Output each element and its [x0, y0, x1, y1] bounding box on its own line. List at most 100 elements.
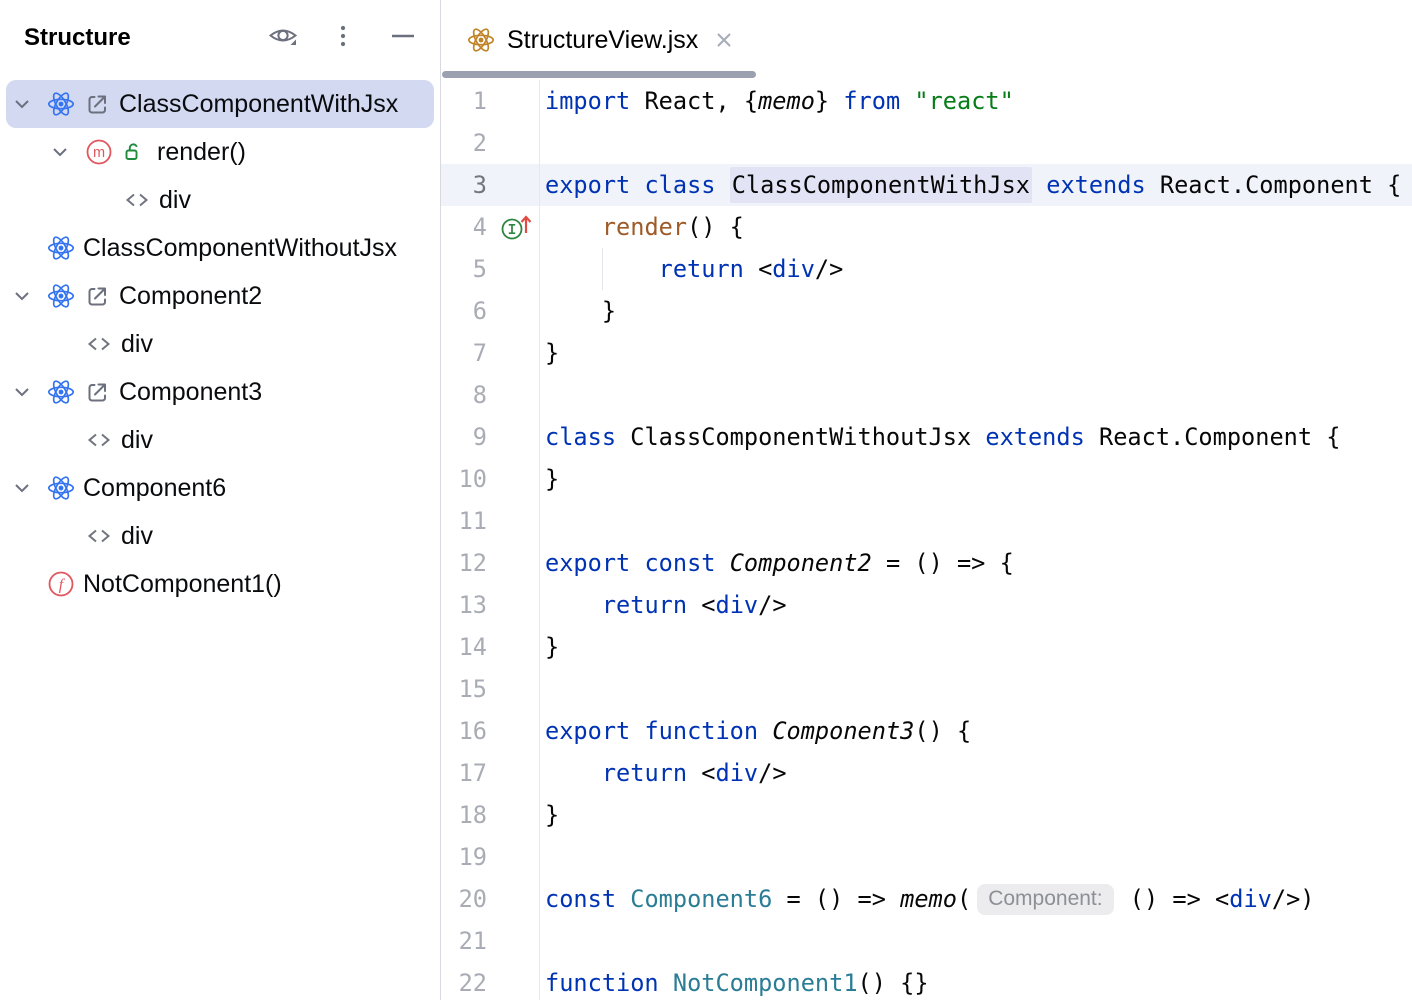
code-token: () { [914, 717, 972, 745]
tree-item-div[interactable]: div [0, 320, 440, 368]
close-tab-icon[interactable] [712, 28, 736, 52]
code-token: } [545, 633, 560, 661]
code-line-3[interactable]: 3 export class ClassComponentWithJsx exte… [441, 164, 1412, 206]
line-number: 3 [472, 171, 487, 199]
view-options-button[interactable] [266, 21, 300, 55]
code-line-14[interactable]: 14} [441, 626, 1412, 668]
code-token: /> [814, 255, 844, 283]
line-number: 11 [458, 507, 487, 535]
line-number: 8 [472, 381, 487, 409]
code-text: export const Component2 = () => { [540, 542, 1014, 584]
react-icon [46, 473, 76, 503]
code-text [540, 920, 545, 962]
code-line-17[interactable]: 17 return <div/> [441, 752, 1412, 794]
code-text: return <div/> [540, 248, 843, 290]
tree-item-label: ClassComponentWithJsx [119, 89, 399, 118]
code-text: function NotComponent1() {} [540, 962, 929, 1000]
code-token: export [545, 717, 631, 745]
code-token: memo [900, 885, 957, 913]
gutter: 5 [441, 248, 540, 290]
chevron-down-icon[interactable] [8, 282, 46, 310]
code-line-1[interactable]: 1 import React, {memo} from "react" [441, 80, 1412, 122]
code-token: ( [956, 885, 972, 913]
code-token: export [545, 171, 631, 199]
line-number: 1 [472, 87, 487, 115]
chevron-down-icon[interactable] [8, 90, 46, 118]
tree-item-render[interactable]: m render() [0, 128, 440, 176]
code-token [616, 885, 630, 913]
tree-item-label: render() [157, 137, 246, 166]
code-token: < [687, 591, 716, 619]
code-token: return [601, 591, 688, 619]
active-tab-underline [442, 71, 756, 78]
tab-label: StructureView.jsx [507, 25, 699, 54]
chevron-down-icon[interactable] [8, 378, 46, 406]
code-line-10[interactable]: 10} [441, 458, 1412, 500]
code-text: import React, {memo} from "react" [540, 80, 1014, 122]
tree-item-div[interactable]: div [0, 176, 440, 224]
code-line-19[interactable]: 19 [441, 836, 1412, 878]
tree-item-label: Component2 [119, 281, 263, 310]
structure-tree: ClassComponentWithJsx m render()div Clas… [0, 76, 440, 608]
exported-icon [82, 379, 112, 405]
gutter: 20 [441, 878, 540, 920]
tree-item-classcomponentwithjsx[interactable]: ClassComponentWithJsx [6, 80, 434, 128]
code-text [540, 836, 545, 878]
code-token: extends [1046, 171, 1146, 199]
code-line-13[interactable]: 13 return <div/> [441, 584, 1412, 626]
code-token: } [545, 465, 560, 493]
line-number: 17 [458, 759, 487, 787]
line-number: 14 [458, 633, 487, 661]
tree-item-label: div [121, 329, 153, 358]
gutter: 22 [441, 962, 540, 1000]
code-text: export class ClassComponentWithJsx exten… [540, 164, 1401, 206]
chevron-down-icon[interactable] [46, 138, 84, 166]
code-token: ClassComponentWithoutJsx [616, 423, 986, 451]
code-line-7[interactable]: 7} [441, 332, 1412, 374]
code-line-5[interactable]: 5 return <div/> [441, 248, 1412, 290]
tab-structureview-jsx[interactable]: StructureView.jsx [466, 0, 736, 80]
tree-item-label: Component3 [119, 377, 263, 406]
code-text: return <div/> [540, 752, 787, 794]
tree-item-component2[interactable]: Component2 [0, 272, 440, 320]
code-line-2[interactable]: 2 [441, 122, 1412, 164]
tree-item-classcomponentwithoutjsx[interactable]: ClassComponentWithoutJsx [0, 224, 440, 272]
code-token: return [658, 255, 744, 283]
gutter: 19 [441, 836, 540, 878]
code-token [545, 591, 602, 619]
function-icon: f [46, 569, 76, 599]
svg-text:m: m [93, 145, 105, 161]
code-line-15[interactable]: 15 [441, 668, 1412, 710]
line-number: 7 [472, 339, 487, 367]
tree-item-div[interactable]: div [0, 512, 440, 560]
code-line-4[interactable]: 4 render() { [441, 206, 1412, 248]
tree-item-component6[interactable]: Component6 [0, 464, 440, 512]
code-line-6[interactable]: 6 } [441, 290, 1412, 332]
code-text [540, 668, 545, 710]
implementing-method-icon[interactable] [493, 209, 539, 245]
code-line-11[interactable]: 11 [441, 500, 1412, 542]
gutter: 12 [441, 542, 540, 584]
code-token [545, 759, 602, 787]
react-icon [46, 281, 76, 311]
chevron-down-icon[interactable] [8, 474, 46, 502]
jsx-tag-icon [122, 185, 152, 215]
code-line-8[interactable]: 8 [441, 374, 1412, 416]
tree-item-div[interactable]: div [0, 416, 440, 464]
gutter: 3 [441, 164, 540, 206]
code-text: } [540, 290, 616, 332]
tree-item-component3[interactable]: Component3 [0, 368, 440, 416]
jsx-tag-icon [84, 425, 114, 455]
code-token [545, 213, 602, 241]
code-line-21[interactable]: 21 [441, 920, 1412, 962]
code-line-18[interactable]: 18} [441, 794, 1412, 836]
more-options-button[interactable] [326, 21, 360, 55]
code-token: NotComponent1 [672, 969, 858, 997]
hide-panel-button[interactable] [386, 21, 420, 55]
